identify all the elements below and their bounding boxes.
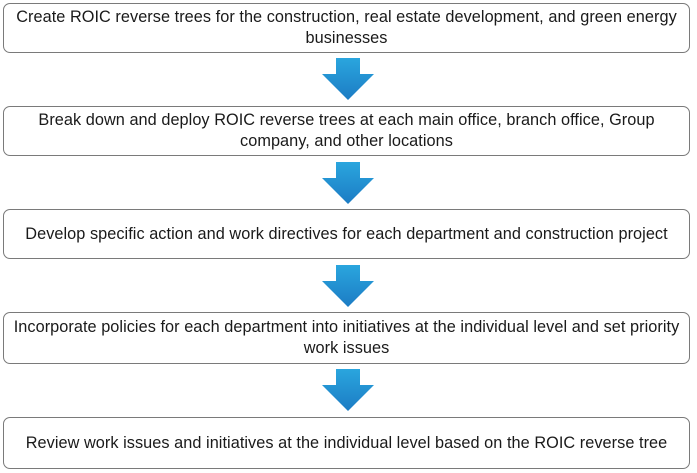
down-arrow-icon [322, 265, 374, 307]
step-4-label: Incorporate policies for each department… [13, 318, 680, 357]
step-3-box: Develop specific action and work directi… [3, 209, 690, 259]
step-3-label: Develop specific action and work directi… [25, 224, 668, 243]
down-arrow-icon [322, 369, 374, 411]
step-2-label: Break down and deploy ROIC reverse trees… [38, 111, 655, 150]
step-2-box: Break down and deploy ROIC reverse trees… [3, 106, 690, 156]
step-1-box: Create ROIC reverse trees for the constr… [3, 3, 690, 53]
down-arrow-icon [322, 162, 374, 204]
step-1-label: Create ROIC reverse trees for the constr… [16, 8, 677, 47]
step-5-label: Review work issues and initiatives at th… [25, 433, 668, 452]
down-arrow-icon [322, 58, 374, 100]
step-5-box: Review work issues and initiatives at th… [3, 417, 690, 469]
step-4-box: Incorporate policies for each department… [3, 312, 690, 364]
